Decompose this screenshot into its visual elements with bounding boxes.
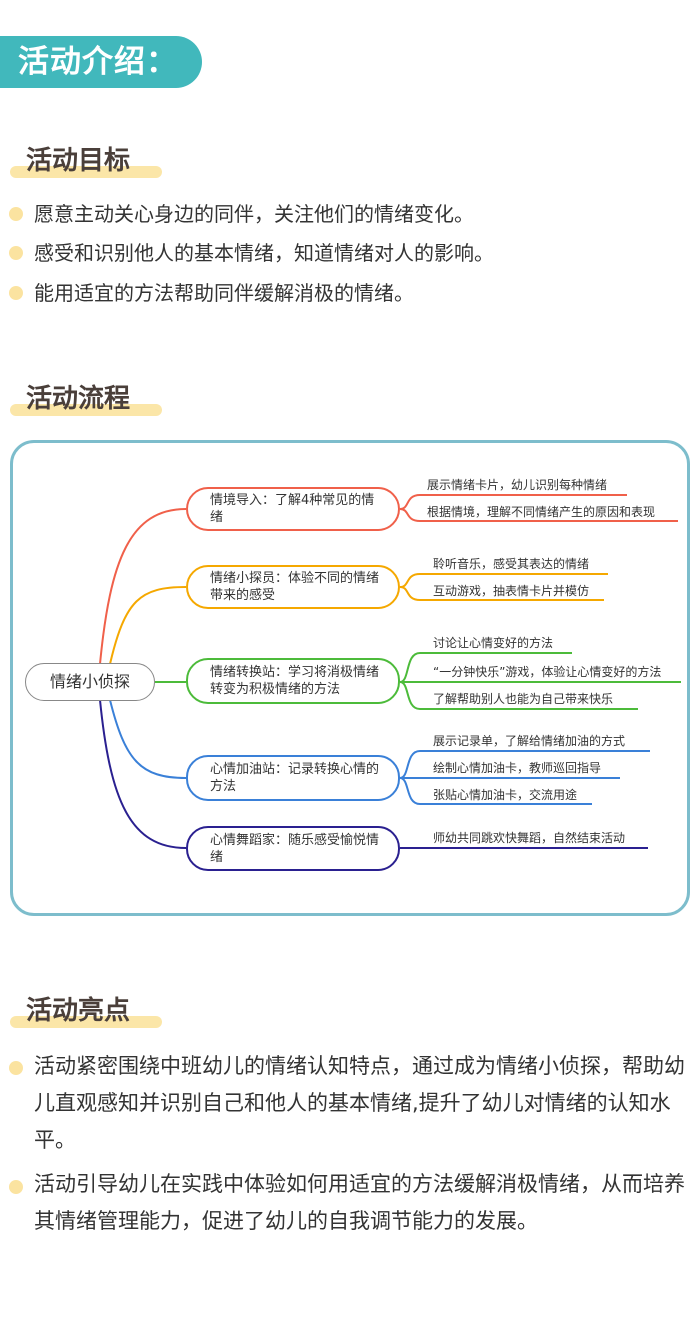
highlight-item: 活动引导幼儿在实践中体验如何用适宜的方法缓解消极情绪，从而培养其情绪管理能力，促…: [34, 1172, 685, 1233]
leaf-item: 讨论让心情变好的方法: [433, 636, 554, 650]
leaf-item: 聆听音乐，感受其表达的情绪: [433, 557, 590, 571]
highlights-title: 活动亮点: [26, 996, 131, 1026]
bullet-icon: [9, 286, 23, 300]
branch-node: 情绪转换站：学习将消极情绪转变为积极情绪的方法: [186, 658, 400, 704]
connector: [99, 699, 187, 849]
branch-node: 情境导入：了解4种常见的情绪: [186, 487, 400, 531]
branch-node: 心情加油站：记录转换心情的方法: [186, 755, 400, 801]
leaf-item: 张贴心情加油卡，交流用途: [433, 788, 578, 802]
goals-title: 活动目标: [26, 146, 131, 176]
bullet-icon: [9, 1180, 23, 1194]
connector: [99, 508, 187, 665]
leaf-item: “一分钟快乐”游戏，体验让心情变好的方法: [433, 665, 662, 679]
mind-map-frame: [10, 440, 690, 916]
branch-node: 情绪小探员：体验不同的情绪带来的感受: [186, 565, 400, 609]
connector: [399, 573, 608, 601]
leaf-item: 了解帮助别人也能为自己带来快乐: [433, 692, 614, 706]
bullet-icon: [9, 207, 23, 221]
leaf-item: 展示情绪卡片，幼儿识别每种情绪: [427, 478, 608, 492]
leaf-item: 根据情境，理解不同情绪产生的原因和表现: [427, 505, 656, 519]
goal-item: 能用适宜的方法帮助同伴缓解消极的情绪。: [34, 281, 414, 305]
leaf-item: 展示记录单，了解给情绪加油的方式: [433, 734, 626, 748]
intro-banner: 活动介绍：: [0, 36, 202, 88]
goal-item: 愿意主动关心身边的同伴，关注他们的情绪变化。: [34, 202, 474, 226]
connector: [109, 699, 187, 779]
leaf-item: 绘制心情加油卡，教师巡回指导: [433, 761, 602, 775]
connector: [399, 494, 678, 522]
leaf-item: 互动游戏，抽表情卡片并模仿: [433, 584, 590, 598]
goal-item: 感受和识别他人的基本情绪，知道情绪对人的影响。: [34, 241, 494, 265]
branch-node: 心情舞蹈家：随乐感受愉悦情绪: [186, 826, 400, 871]
connector: [399, 652, 681, 710]
connector: [109, 586, 187, 665]
process-title: 活动流程: [26, 384, 131, 414]
connector: [399, 750, 650, 805]
bullet-icon: [9, 246, 23, 260]
highlight-item: 活动紧密围绕中班幼儿的情绪认知特点，通过成为情绪小侦探，帮助幼儿直观感知并识别自…: [34, 1054, 685, 1152]
bullet-icon: [9, 1061, 23, 1075]
leaf-item: 师幼共同跳欢快舞蹈，自然结束活动: [433, 831, 626, 845]
mind-map-root: 情绪小侦探: [25, 663, 155, 701]
